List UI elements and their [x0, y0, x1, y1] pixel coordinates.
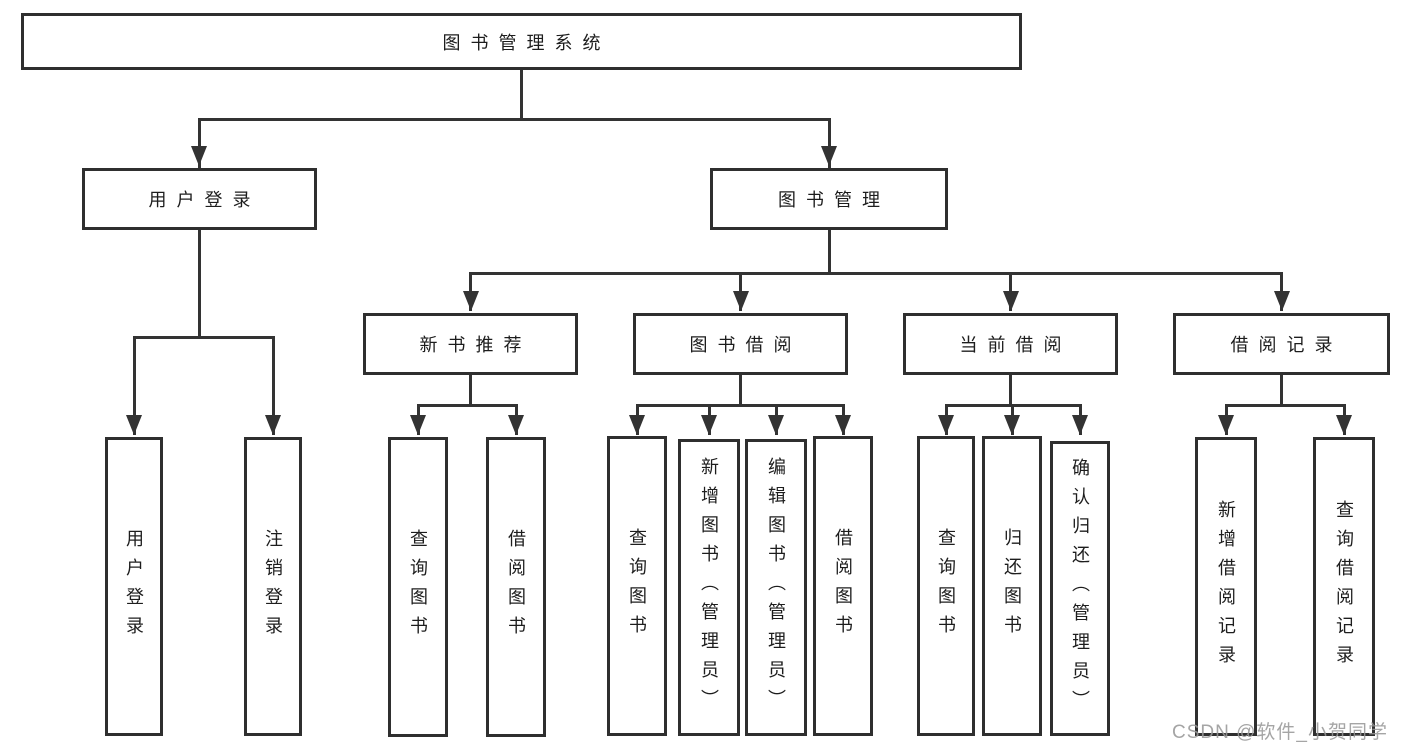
leaf-label: 确认归还（管理员） — [1070, 458, 1090, 719]
node-book-management: 图书管理 — [710, 168, 948, 230]
leaf-edit-books-admin: 编辑图书（管理员） — [745, 439, 807, 736]
node-label: 图书管理 — [778, 190, 890, 210]
leaf-borrow-books: 借阅图书 — [813, 436, 873, 736]
node-new-book-recommendation: 新书推荐 — [363, 313, 578, 375]
node-label: 图书管理系统 — [442, 32, 611, 53]
leaf-confirm-return-admin: 确认归还（管理员） — [1050, 441, 1110, 736]
leaf-label: 查询图书 — [408, 529, 428, 645]
connector-current-borrowing-stub — [1009, 375, 1012, 404]
csdn-watermark: CSDN @软件_小贺同学 — [1172, 722, 1388, 743]
connector-new-book-rail — [416, 404, 518, 407]
connector-borrowing-records-rail — [1224, 404, 1345, 407]
connector-user-login-rail — [132, 336, 275, 339]
leaf-query-books-borrowing: 查询图书 — [607, 436, 667, 736]
arrow-down-icon — [835, 415, 851, 435]
connector-user-login-stub — [197, 230, 201, 336]
connector-new-book-stub — [469, 375, 472, 404]
arrow-down-icon — [410, 415, 426, 435]
leaf-label: 查询图书 — [627, 528, 647, 644]
node-label: 新书推荐 — [419, 335, 532, 355]
arrow-down-icon — [821, 146, 837, 166]
leaf-label: 新增图书（管理员） — [699, 457, 719, 718]
connector-root-stub — [519, 70, 523, 118]
node-label: 用户登录 — [148, 190, 261, 210]
arrow-down-icon — [938, 415, 954, 435]
node-label: 借阅记录 — [1230, 335, 1343, 355]
arrow-down-icon — [701, 415, 717, 435]
arrow-down-icon — [1218, 415, 1234, 435]
connector-drop-leaf — [132, 336, 136, 435]
leaf-label: 查询图书 — [936, 528, 956, 644]
connector-drop-book-management — [827, 118, 831, 168]
arrow-down-icon — [1002, 291, 1019, 311]
arrow-down-icon — [768, 415, 784, 435]
leaf-query-borrow-record: 查询借阅记录 — [1313, 437, 1375, 736]
leaf-label: 借阅图书 — [833, 528, 853, 644]
leaf-label: 编辑图书（管理员） — [766, 457, 786, 718]
connector-level2-rail — [197, 118, 831, 121]
leaf-add-books-admin: 新增图书（管理员） — [678, 439, 740, 736]
leaf-return-books: 归还图书 — [982, 436, 1042, 736]
connector-book-borrowing-stub — [739, 375, 742, 404]
node-borrowing-records: 借阅记录 — [1173, 313, 1390, 375]
leaf-query-books-recommend: 查询图书 — [388, 437, 448, 737]
connector-drop-user-login — [197, 118, 201, 168]
node-label: 当前借阅 — [959, 335, 1072, 355]
arrow-down-icon — [1072, 415, 1088, 435]
leaf-label: 用户登录 — [124, 528, 144, 645]
arrow-down-icon — [191, 146, 207, 166]
arrow-down-icon — [462, 291, 479, 311]
leaf-label: 归还图书 — [1002, 528, 1022, 644]
node-user-login: 用户登录 — [82, 168, 317, 230]
arrow-down-icon — [508, 415, 524, 435]
leaf-query-books-current: 查询图书 — [917, 436, 975, 736]
node-current-borrowing: 当前借阅 — [903, 313, 1118, 375]
arrow-down-icon — [1336, 415, 1352, 435]
leaf-logout: 注销登录 — [244, 437, 302, 736]
node-label: 图书借阅 — [689, 335, 802, 355]
arrow-down-icon — [126, 415, 142, 435]
connector-book-management-stub — [827, 230, 831, 272]
arrow-down-icon — [1004, 415, 1020, 435]
arrow-down-icon — [732, 291, 749, 311]
leaf-user-login: 用户登录 — [105, 437, 163, 736]
leaf-add-borrow-record: 新增借阅记录 — [1195, 437, 1257, 736]
connector-borrowing-records-stub — [1280, 375, 1283, 404]
connector-drop-leaf — [271, 336, 275, 435]
leaf-borrow-books-recommend: 借阅图书 — [486, 437, 546, 737]
node-book-borrowing: 图书借阅 — [633, 313, 848, 375]
leaf-label: 新增借阅记录 — [1216, 499, 1236, 674]
connector-level3-rail — [469, 272, 1282, 275]
arrow-down-icon — [629, 415, 645, 435]
arrow-down-icon — [1273, 291, 1290, 311]
leaf-label: 注销登录 — [263, 528, 283, 645]
leaf-label: 查询借阅记录 — [1334, 499, 1354, 674]
node-root-library-system: 图书管理系统 — [21, 13, 1022, 70]
leaf-label: 借阅图书 — [506, 529, 526, 645]
connector-book-borrowing-rail — [635, 404, 845, 407]
arrow-down-icon — [265, 415, 281, 435]
